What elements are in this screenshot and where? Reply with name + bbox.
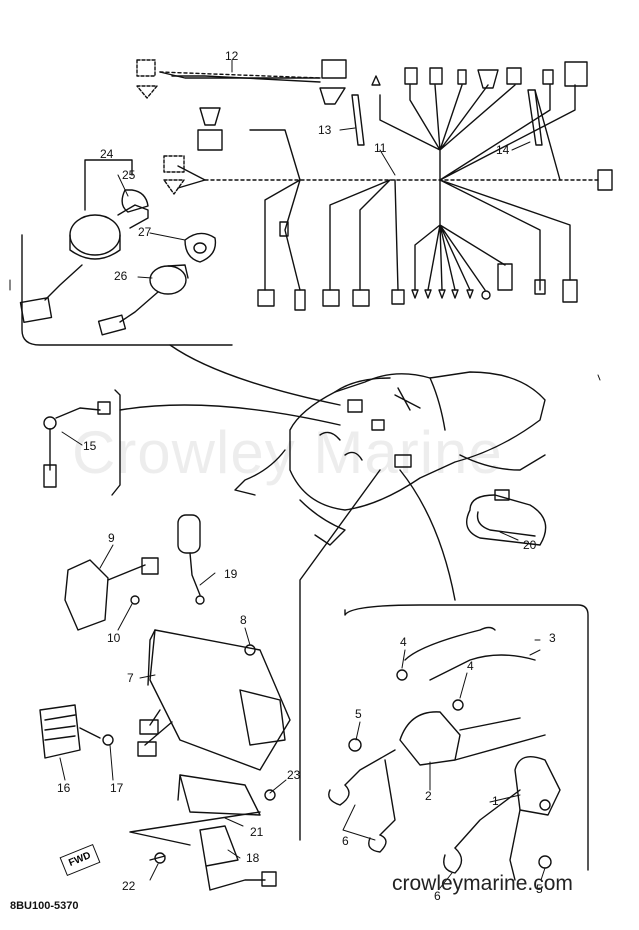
- callout-leaders: [59, 59, 546, 889]
- callout-3: 3: [549, 631, 556, 645]
- bracket-left-group: [299, 469, 381, 841]
- leader-15-to-sled: [119, 404, 341, 426]
- snowmobile-outline: [234, 371, 546, 546]
- callout-11: 11: [374, 141, 387, 155]
- stop-switch-15: [43, 389, 121, 496]
- callout-17: 17: [110, 781, 124, 795]
- callout-25: 25: [122, 168, 136, 182]
- ignition-coil-group: [328, 604, 589, 881]
- callout-15: 15: [83, 439, 97, 453]
- callout-23: 23: [287, 768, 301, 782]
- voltage-regulator-group: [129, 774, 277, 891]
- callout-4-right: 4: [467, 659, 474, 673]
- callout-20: 20: [523, 538, 537, 552]
- callout-1: 1: [492, 794, 499, 808]
- callout-26: 26: [114, 269, 128, 283]
- site-url-text: crowleymarine.com: [392, 872, 573, 895]
- callout-4-left: 4: [400, 635, 407, 649]
- watermark-text: Crowley Marine: [72, 419, 503, 486]
- main-switch-group: [19, 159, 233, 346]
- lead-wire-12: [136, 59, 347, 105]
- callout-8: 8: [240, 613, 247, 627]
- callout-7: 7: [127, 671, 134, 685]
- harness-connectors: [257, 61, 613, 311]
- resistor-19: [177, 514, 205, 605]
- callout-6-right: 6: [434, 889, 441, 903]
- callout-5-left: 5: [355, 707, 362, 721]
- band-20: [466, 489, 547, 546]
- bracket-9: [64, 557, 159, 631]
- callout-6-left: 6: [342, 834, 349, 848]
- callout-16: 16: [57, 781, 71, 795]
- diagram-code: 8BU100-5370: [10, 900, 79, 912]
- callout-22: 22: [122, 879, 136, 893]
- cable-tie-14: [527, 89, 543, 146]
- callout-21: 21: [250, 825, 264, 839]
- callout-2: 2: [425, 789, 432, 803]
- wire-harness-11: [177, 84, 601, 291]
- callout-18: 18: [246, 851, 260, 865]
- cable-tie-13: [351, 94, 365, 146]
- callout-24: 24: [100, 147, 114, 161]
- leader-to-ignition: [399, 469, 456, 601]
- callout-27: 27: [138, 225, 152, 239]
- callout-9: 9: [108, 531, 115, 545]
- callout-19: 19: [224, 567, 238, 581]
- callout-12: 12: [225, 49, 239, 63]
- leader-switch-to-sled: [169, 344, 341, 406]
- callout-13: 13: [318, 123, 332, 137]
- callout-14: 14: [496, 143, 510, 157]
- rectifier-16: [39, 704, 114, 759]
- callout-10: 10: [107, 631, 121, 645]
- cdi-unit-7: [137, 629, 291, 771]
- callout-5-right: 5: [536, 882, 543, 896]
